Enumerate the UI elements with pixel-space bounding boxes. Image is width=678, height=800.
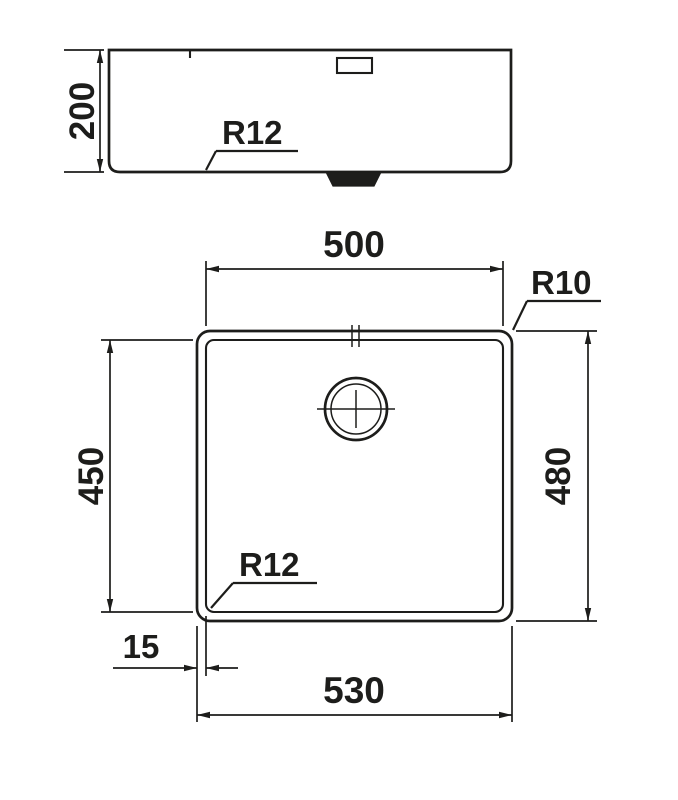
drain-outlet [325, 171, 382, 187]
side-view [107, 48, 513, 187]
dimension-rim-offset: 15 [113, 616, 238, 676]
top-right-radius-label: R10 [531, 264, 592, 301]
inner-bowl-outline [204, 338, 505, 614]
dimension-outer-depth: 480 [516, 330, 597, 622]
radius-callout-bottom-left: R12 [210, 546, 317, 609]
outer-depth-label: 480 [539, 447, 578, 505]
dimension-inner-depth: 450 [72, 339, 193, 613]
leader-line [210, 582, 234, 609]
side-depth-label: 200 [63, 82, 102, 140]
leader-line [205, 150, 217, 171]
bottom-left-radius-label: R12 [239, 546, 300, 583]
plan-view [195, 325, 514, 623]
side-view-body-outline [107, 48, 513, 174]
inner-width-label: 500 [323, 224, 385, 265]
overflow-hole [335, 56, 374, 75]
radius-callout-top-right: R10 [512, 264, 601, 331]
dimension-side-depth: 200 [63, 49, 104, 173]
side-corner-radius-label: R12 [222, 114, 283, 151]
side-view-radius-callout: R12 [205, 114, 298, 171]
dimension-outer-width: 530 [196, 626, 513, 722]
outer-width-label: 530 [323, 670, 385, 711]
dimension-inner-width: 500 [205, 224, 504, 326]
rim-offset-label: 15 [123, 628, 160, 665]
leader-line [512, 300, 528, 331]
outer-rim-outline [195, 329, 514, 623]
inner-depth-label: 450 [72, 447, 111, 505]
